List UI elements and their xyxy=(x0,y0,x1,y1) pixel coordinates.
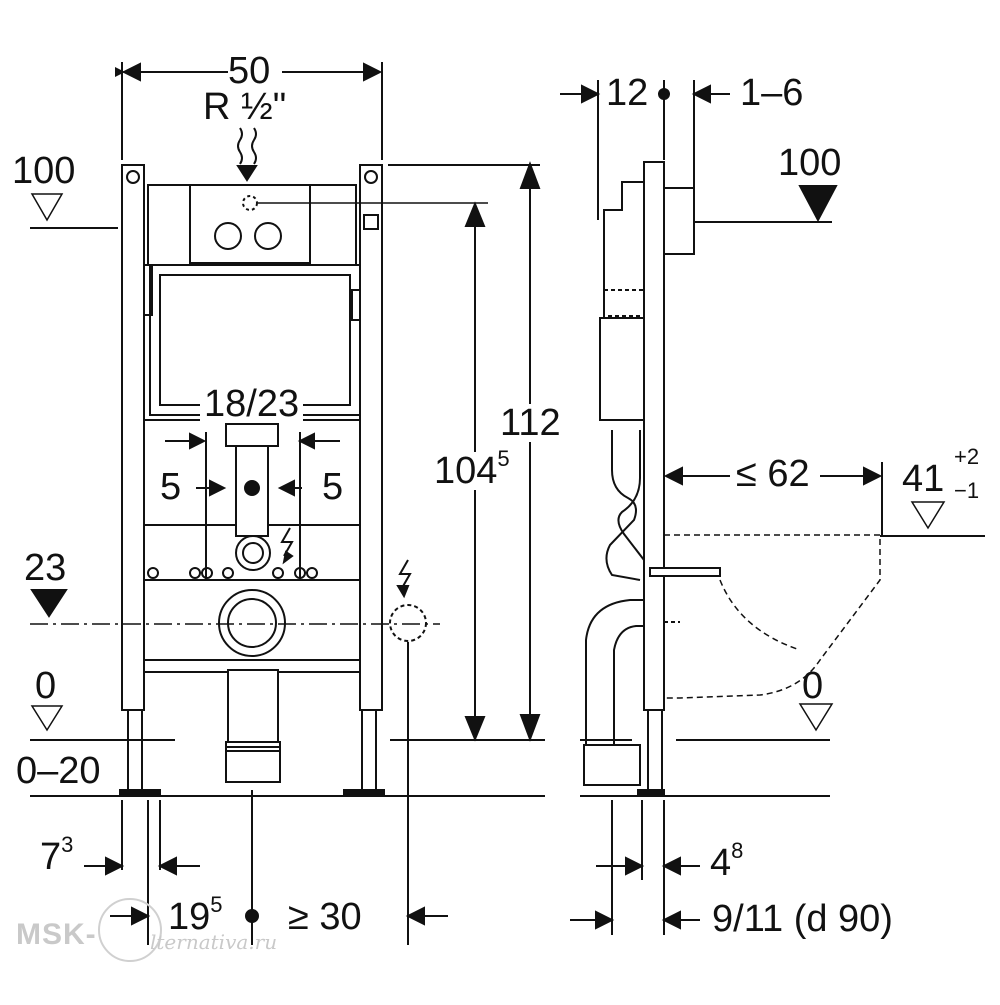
level-41-plus: +2 xyxy=(954,444,980,469)
level-100-label: 100 xyxy=(12,150,76,192)
level-41-label: 41 xyxy=(902,458,945,500)
side-view xyxy=(560,80,985,935)
height-104-label: 1045 xyxy=(434,448,510,492)
dim-4-label: 48 xyxy=(710,840,743,884)
dim-1-6-label: 1–6 xyxy=(740,72,804,114)
offset-right-label: 5 xyxy=(322,466,344,508)
side-level-0-label: 0 xyxy=(802,665,824,707)
height-104-value: 104 xyxy=(434,450,498,492)
dim-min30-label: ≥ 30 xyxy=(288,896,362,938)
dim-19-sup: 5 xyxy=(210,892,223,917)
dim-19-value: 19 xyxy=(168,896,211,938)
dim-19-label: 195 xyxy=(168,894,223,938)
level-0-label: 0 xyxy=(35,665,57,707)
spacing-label: 18/23 xyxy=(200,385,304,423)
level-23-label: 23 xyxy=(24,547,67,589)
floor-range-label: 0–20 xyxy=(16,750,101,792)
side-level-100-label: 100 xyxy=(778,142,842,184)
dim-9-11-label: 9/11 (d 90) xyxy=(712,898,893,940)
thread-label: R ½" xyxy=(203,86,287,128)
watermark-logo-icon xyxy=(98,898,162,962)
level-41-minus: −1 xyxy=(954,478,980,503)
dim-4-sup: 8 xyxy=(731,838,744,863)
dim-7-value: 7 xyxy=(40,836,62,878)
front-view xyxy=(30,62,545,945)
dim-7-label: 73 xyxy=(40,834,73,878)
watermark-brand: MSK- xyxy=(16,918,97,951)
depth-62-label: ≤ 62 xyxy=(736,453,810,495)
dim-12-label: 12 xyxy=(606,72,649,114)
height-104-sup: 5 xyxy=(497,446,510,471)
height-112-label: 112 xyxy=(500,402,561,444)
dim-7-sup: 3 xyxy=(61,832,74,857)
watermark-site: lternativa.ru xyxy=(150,930,278,954)
dim-4-value: 4 xyxy=(710,842,732,884)
offset-left-label: 5 xyxy=(160,466,182,508)
width-label: 50 xyxy=(228,50,271,92)
